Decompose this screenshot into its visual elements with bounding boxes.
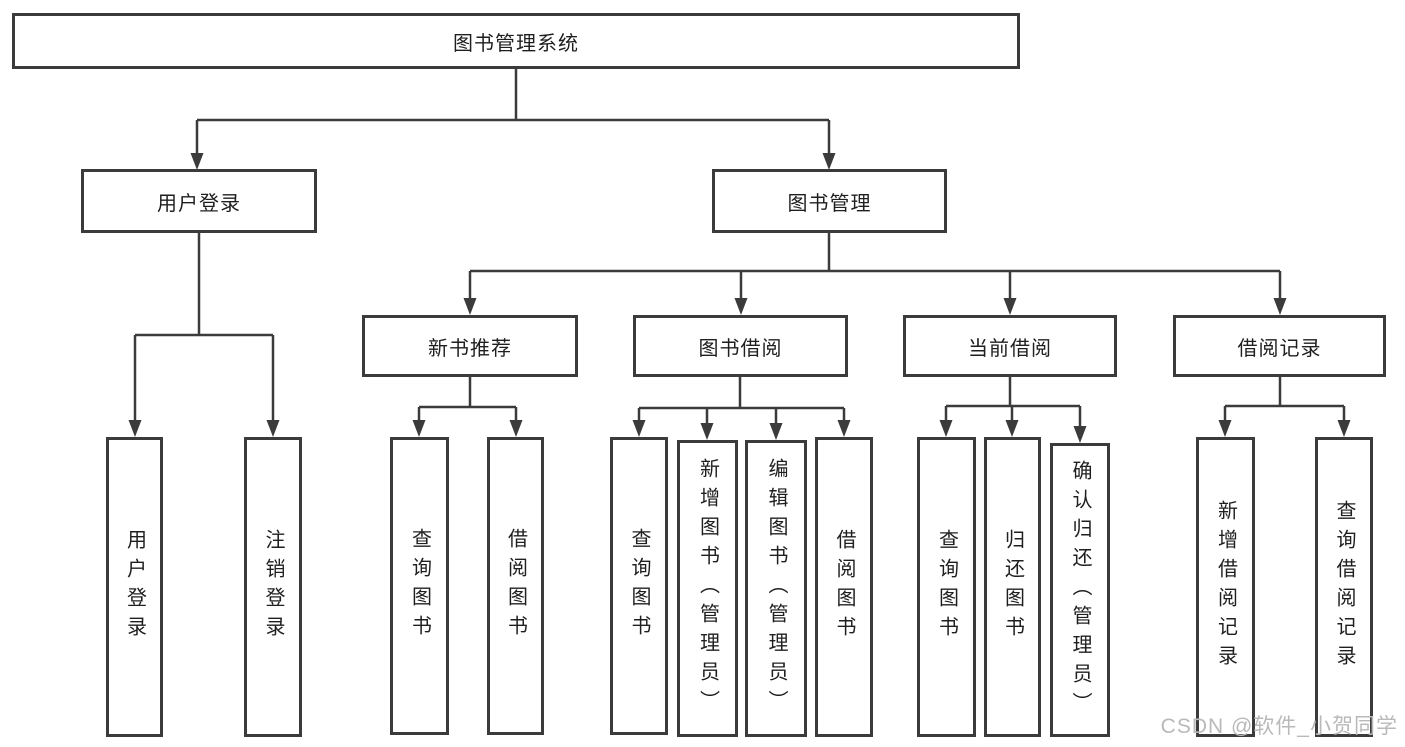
leaf-return-book-label: 归还图书 <box>1001 529 1024 645</box>
leaf-borrow-book-rec-label: 借阅图书 <box>504 528 527 644</box>
leaf-return-book: 归还图书 <box>984 437 1041 737</box>
connector-borrowrecords-to-leaves <box>1218 377 1351 437</box>
leaf-user-login-label: 用户登录 <box>123 529 146 645</box>
leaf-edit-book-label: 编辑图书（管理员） <box>765 458 787 719</box>
node-book-borrow-label: 图书借阅 <box>698 337 783 360</box>
leaf-query-book-current: 查询图书 <box>917 437 976 737</box>
node-current-borrow: 当前借阅 <box>903 315 1117 377</box>
node-new-book-rec-label: 新书推荐 <box>428 337 512 360</box>
node-borrow-records-label: 借阅记录 <box>1237 337 1322 360</box>
leaf-logout-label: 注销登录 <box>262 529 284 645</box>
leaf-query-record: 查询借阅记录 <box>1315 437 1373 737</box>
node-user-login: 用户登录 <box>81 169 317 233</box>
connector-newbookrec-to-leaves <box>412 377 523 437</box>
node-current-borrow-label: 当前借阅 <box>968 337 1052 360</box>
leaf-query-book-borrow-label: 查询图书 <box>628 528 650 644</box>
leaf-query-book-borrow: 查询图书 <box>610 437 668 735</box>
leaf-query-book-current-label: 查询图书 <box>935 529 958 645</box>
leaf-query-book-rec: 查询图书 <box>390 437 449 735</box>
connector-root-to-level2 <box>190 68 836 170</box>
node-book-mgmt: 图书管理 <box>712 169 947 233</box>
leaf-confirm-return: 确认归还（管理员） <box>1050 443 1110 737</box>
leaf-edit-book: 编辑图书（管理员） <box>745 440 807 737</box>
node-user-login-label: 用户登录 <box>157 192 241 215</box>
node-root-label: 图书管理系统 <box>453 32 579 55</box>
connector-userlogin-to-leaves <box>128 233 280 437</box>
leaf-logout: 注销登录 <box>244 437 302 737</box>
connector-currentborrow-to-leaves <box>939 377 1087 443</box>
node-new-book-rec: 新书推荐 <box>362 315 578 377</box>
connector-bookmgmt-to-level3 <box>463 233 1287 315</box>
leaf-query-book-rec-label: 查询图书 <box>408 528 431 644</box>
node-borrow-records: 借阅记录 <box>1173 315 1386 377</box>
leaf-borrow-book-label: 借阅图书 <box>833 529 855 645</box>
node-book-borrow: 图书借阅 <box>633 315 848 377</box>
leaf-add-record: 新增借阅记录 <box>1196 437 1255 737</box>
leaf-borrow-book-rec: 借阅图书 <box>487 437 544 735</box>
leaf-user-login: 用户登录 <box>106 437 163 737</box>
leaf-add-book: 新增图书（管理员） <box>677 440 738 737</box>
csdn-watermark: CSDN @软件_小贺同学 <box>1160 715 1398 738</box>
node-book-mgmt-label: 图书管理 <box>787 192 872 215</box>
leaf-confirm-return-label: 确认归还（管理员） <box>1069 459 1091 721</box>
node-root: 图书管理系统 <box>12 13 1020 69</box>
connector-bookborrow-to-leaves <box>632 377 851 440</box>
leaf-query-record-label: 查询借阅记录 <box>1333 500 1355 674</box>
leaf-borrow-book: 借阅图书 <box>815 437 873 737</box>
leaf-add-book-label: 新增图书（管理员） <box>696 458 719 719</box>
leaf-add-record-label: 新增借阅记录 <box>1214 500 1237 674</box>
